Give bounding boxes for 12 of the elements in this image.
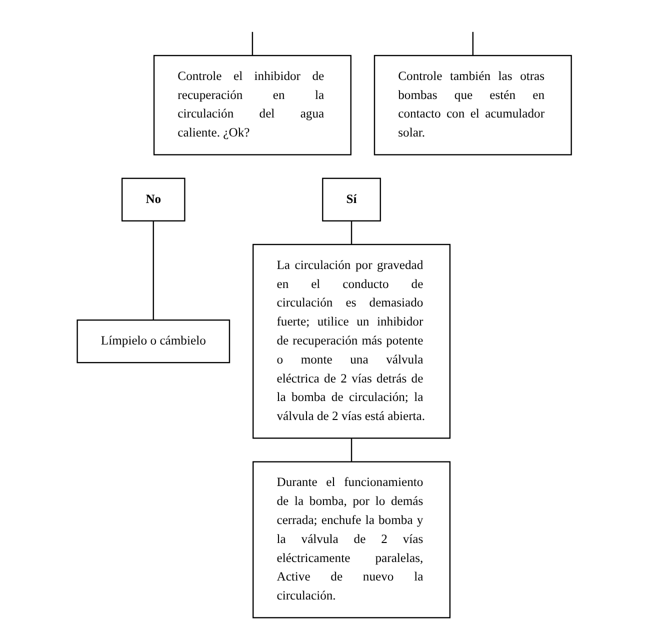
node-box: Sí [322, 178, 382, 222]
node-box: Controle el inhibidor de recuperación en la circulación del agua caliente. ¿Ok? [154, 54, 352, 156]
node-box: Durante el funcionamiento de la bomba, por lo demás cerrada; enchufe la bomba y la válvula de 2 vías eléctricamente paralelas, Active de nuevo la circulación. [252, 461, 451, 618]
connector [252, 32, 254, 56]
node-box: Límpielo o cámbielo [76, 320, 230, 364]
node-box: Controle también las otras bombas que estén en contacto con el acumulador solar. [374, 54, 572, 156]
connector [351, 220, 352, 244]
connector [472, 32, 474, 56]
node-box: La circulación por gravedad en el conducto de circulación es demasiado fuerte; utilice un inhibidor de recuperación más potente o monte una válvula eléctrica de 2 vías detrás de la bomba de circulación; la válvula de 2 vías está abierta. [252, 244, 451, 439]
node-box: No [122, 178, 186, 222]
connector [153, 220, 154, 320]
connector [351, 438, 352, 462]
